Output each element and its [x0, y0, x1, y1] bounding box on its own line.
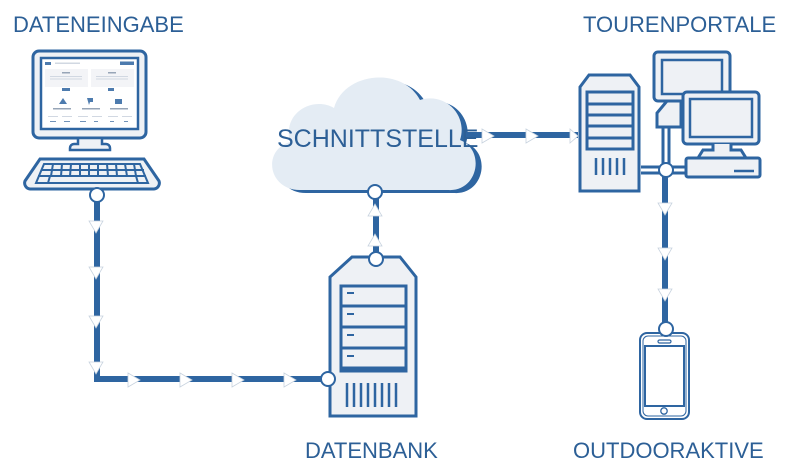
arrow-right-icon [525, 128, 539, 144]
port-tourenportale-hub [658, 162, 674, 178]
arrow-down-icon [657, 202, 673, 216]
arrow-right-icon [179, 372, 193, 388]
cloud-icon [272, 77, 482, 194]
label-outdooraktive: OUTDOORAKTIVE [573, 438, 764, 463]
label-datenbank: DATENBANK [305, 438, 438, 463]
arrow-right-icon [231, 372, 245, 388]
arrow-right-icon [481, 128, 495, 144]
node-schnittstelle[interactable]: SCHNITTSTELLE [272, 77, 482, 200]
smartphone-icon [639, 332, 690, 420]
node-tourenportale[interactable]: TOURENPORTALE [578, 12, 776, 193]
database-server-icon [328, 255, 418, 418]
port-outdooraktive [658, 321, 674, 337]
screen-content [45, 61, 134, 122]
port-datenbank-left [320, 371, 336, 387]
arrow-down-icon [88, 361, 104, 375]
flow-arrows [88, 128, 673, 388]
port-schnittstelle-bottom [367, 184, 383, 200]
node-datenbank[interactable]: DATENBANK [305, 251, 438, 463]
arrow-down-icon [88, 315, 104, 329]
arrow-down-icon [657, 247, 673, 261]
arrow-up-icon [367, 233, 383, 247]
arrow-up-icon [367, 203, 383, 217]
label-dateneingabe: DATENEINGABE [13, 12, 184, 37]
connector-dateneingabe-datenbank [94, 198, 327, 382]
port-datenbank-top [368, 251, 384, 267]
port-dateneingabe [89, 187, 105, 203]
arrow-right-icon [127, 372, 141, 388]
node-outdooraktive[interactable]: OUTDOORAKTIVE [573, 321, 764, 463]
server-with-workstations-icon [578, 50, 762, 193]
label-schnittstelle: SCHNITTSTELLE [277, 125, 478, 153]
arrow-down-icon [657, 288, 673, 302]
arrow-right-icon [569, 128, 579, 144]
arrow-down-icon [88, 220, 104, 234]
arrow-right-icon [283, 372, 297, 388]
desktop-computer-icon [23, 49, 161, 191]
label-tourenportale: TOURENPORTALE [583, 12, 776, 37]
node-dateneingabe[interactable]: DATENEINGABE [13, 12, 184, 203]
arrow-down-icon [88, 266, 104, 280]
